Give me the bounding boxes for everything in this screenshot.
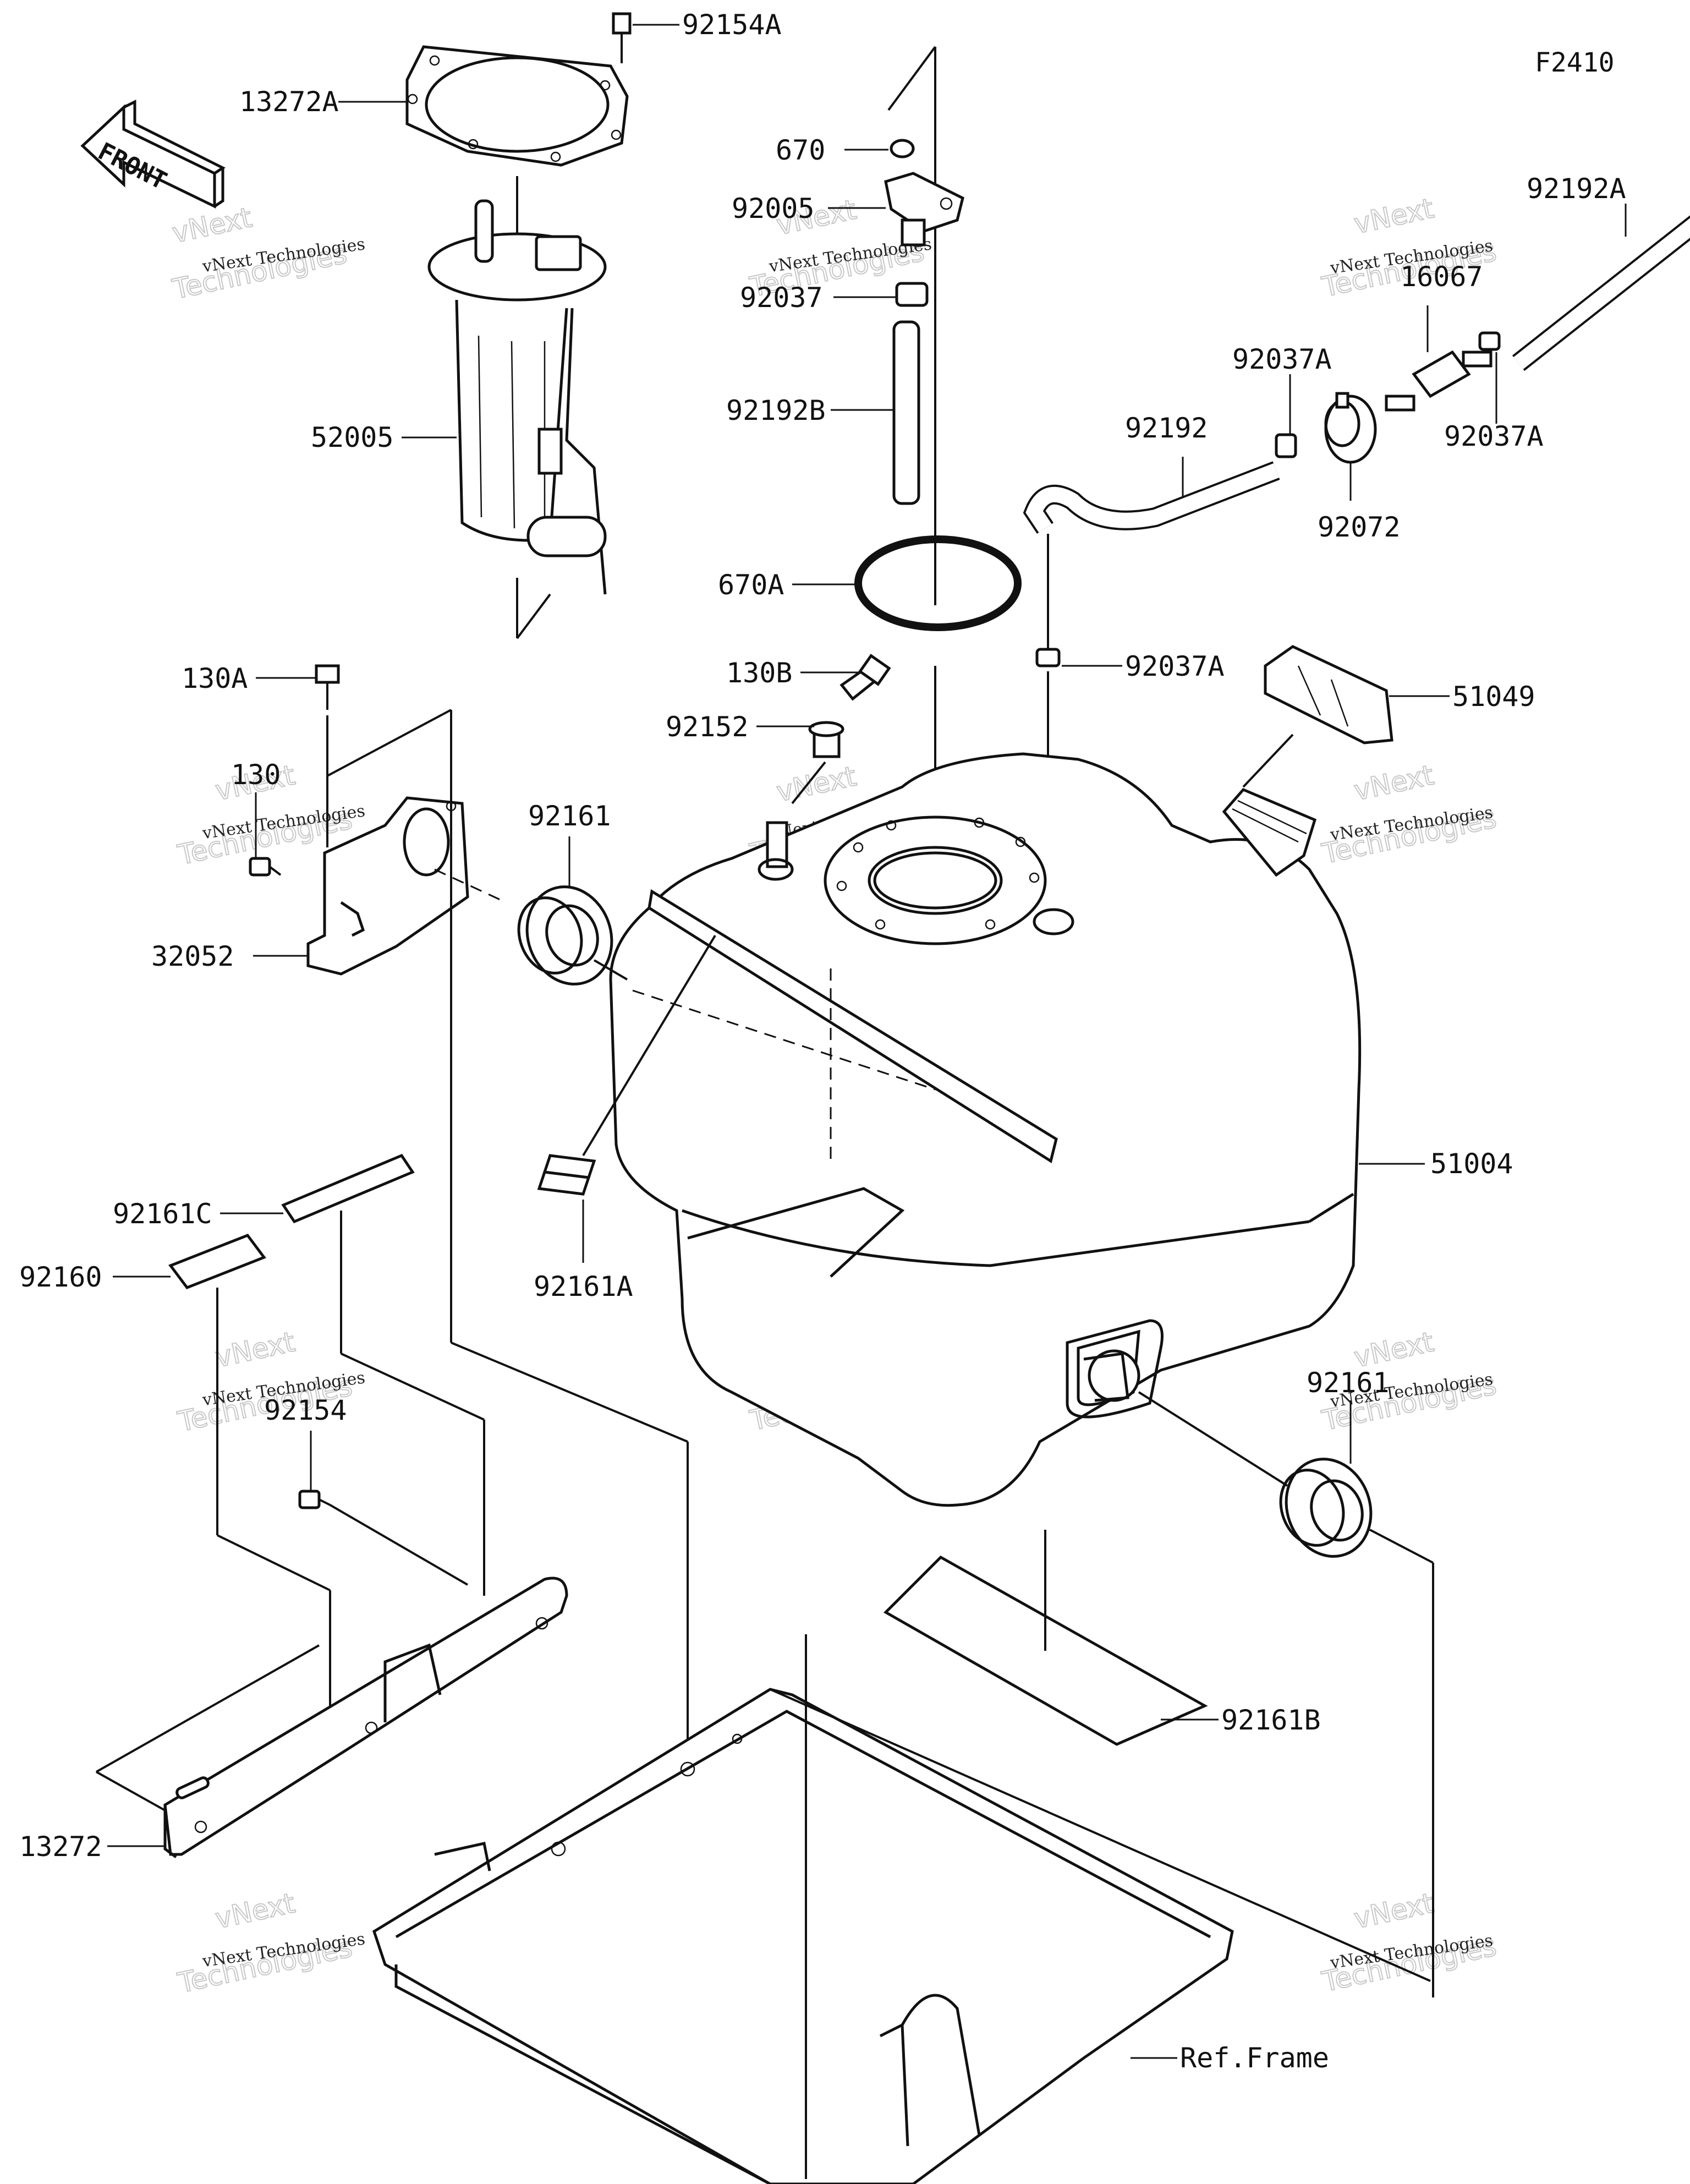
hose-92192A	[1512, 215, 1690, 371]
watermark-logo: vNext	[773, 760, 859, 808]
fuel-pump-gasket	[405, 45, 629, 167]
bracket-32052	[306, 796, 469, 976]
clamp-92037A-top-icon	[1275, 433, 1297, 458]
bolt-130-icon	[249, 857, 282, 877]
label-130B: 130B	[726, 657, 792, 689]
label-92037A-right: 92037A	[1444, 420, 1544, 452]
pad-92160	[168, 1233, 266, 1290]
label-92154A: 92154A	[682, 9, 782, 41]
label-13272: 13272	[19, 1831, 102, 1863]
clamp-92037-icon	[895, 282, 929, 307]
label-92160: 92160	[19, 1261, 102, 1293]
label-51049: 51049	[1452, 681, 1535, 713]
bolt-92154-icon	[298, 1490, 331, 1509]
label-13272A: 13272A	[239, 86, 339, 118]
bracket-13272	[163, 1577, 568, 1858]
fuel-cap-51049	[1264, 645, 1393, 745]
label-51004: 51004	[1430, 1148, 1513, 1180]
label-92161A: 92161A	[534, 1271, 633, 1302]
watermark-logo: vNext	[1351, 192, 1436, 240]
figure-code: F2410	[1535, 47, 1615, 78]
label-92161C: 92161C	[113, 1198, 212, 1230]
label-92192: 92192	[1125, 412, 1208, 444]
label-92154: 92154	[264, 1394, 347, 1426]
hose-92192B	[892, 320, 920, 505]
watermark-logo: vNext	[212, 1887, 298, 1935]
o-ring-670-icon	[890, 139, 915, 158]
watermark-logo: vNext	[212, 1326, 298, 1373]
watermark-logo: vNext	[169, 201, 255, 249]
label-92037A-top: 92037A	[1232, 343, 1332, 375]
label-670: 670	[776, 134, 825, 166]
fuel-pump-assembly	[427, 176, 607, 639]
label-92161-right: 92161	[1307, 1367, 1390, 1399]
clamp-92037A-right-icon	[1478, 331, 1501, 351]
watermark-logo: vNext	[1351, 759, 1436, 807]
bolt-130A-icon	[315, 664, 340, 710]
label-130A: 130A	[182, 663, 248, 694]
rollover-valve-92072	[1324, 392, 1377, 464]
bolt-92154A-icon	[612, 12, 632, 63]
label-92152: 92152	[666, 711, 749, 743]
grommet-92161-right	[1279, 1458, 1373, 1558]
o-ring-670A	[854, 535, 1022, 631]
label-670A: 670A	[718, 569, 784, 601]
cushion-92161A	[537, 1154, 596, 1196]
label-92192A: 92192A	[1527, 173, 1626, 205]
label-92192B: 92192B	[726, 395, 826, 426]
label-130: 130	[231, 759, 281, 791]
clamp-92037A-mid-icon	[1035, 648, 1061, 667]
label-92037A-mid: 92037A	[1125, 650, 1225, 682]
label-16067: 16067	[1400, 261, 1483, 293]
label-ref-frame: Ref.Frame	[1180, 2042, 1329, 2074]
fuel-pressure-regulator	[884, 172, 964, 247]
label-52005: 52005	[311, 422, 394, 453]
label-92005: 92005	[732, 193, 815, 225]
watermark-logo: vNext	[1351, 1887, 1436, 1935]
hose-92192	[1023, 461, 1280, 534]
front-arrow-icon: FRONT	[80, 99, 226, 209]
label-92072: 92072	[1318, 511, 1401, 543]
label-92037: 92037	[740, 282, 823, 314]
bolt-130B-icon	[839, 654, 891, 701]
grommet-92161-left	[517, 885, 613, 986]
label-92161B: 92161B	[1221, 1704, 1321, 1736]
pad-92161C	[281, 1153, 415, 1224]
label-32052: 32052	[151, 940, 234, 972]
label-92161-left: 92161	[528, 800, 611, 832]
reference-frame	[372, 1688, 1234, 2184]
fuel-filter-16067	[1385, 350, 1493, 412]
fuel-tank-51004	[609, 752, 1362, 1507]
collar-92152-icon	[808, 721, 844, 758]
